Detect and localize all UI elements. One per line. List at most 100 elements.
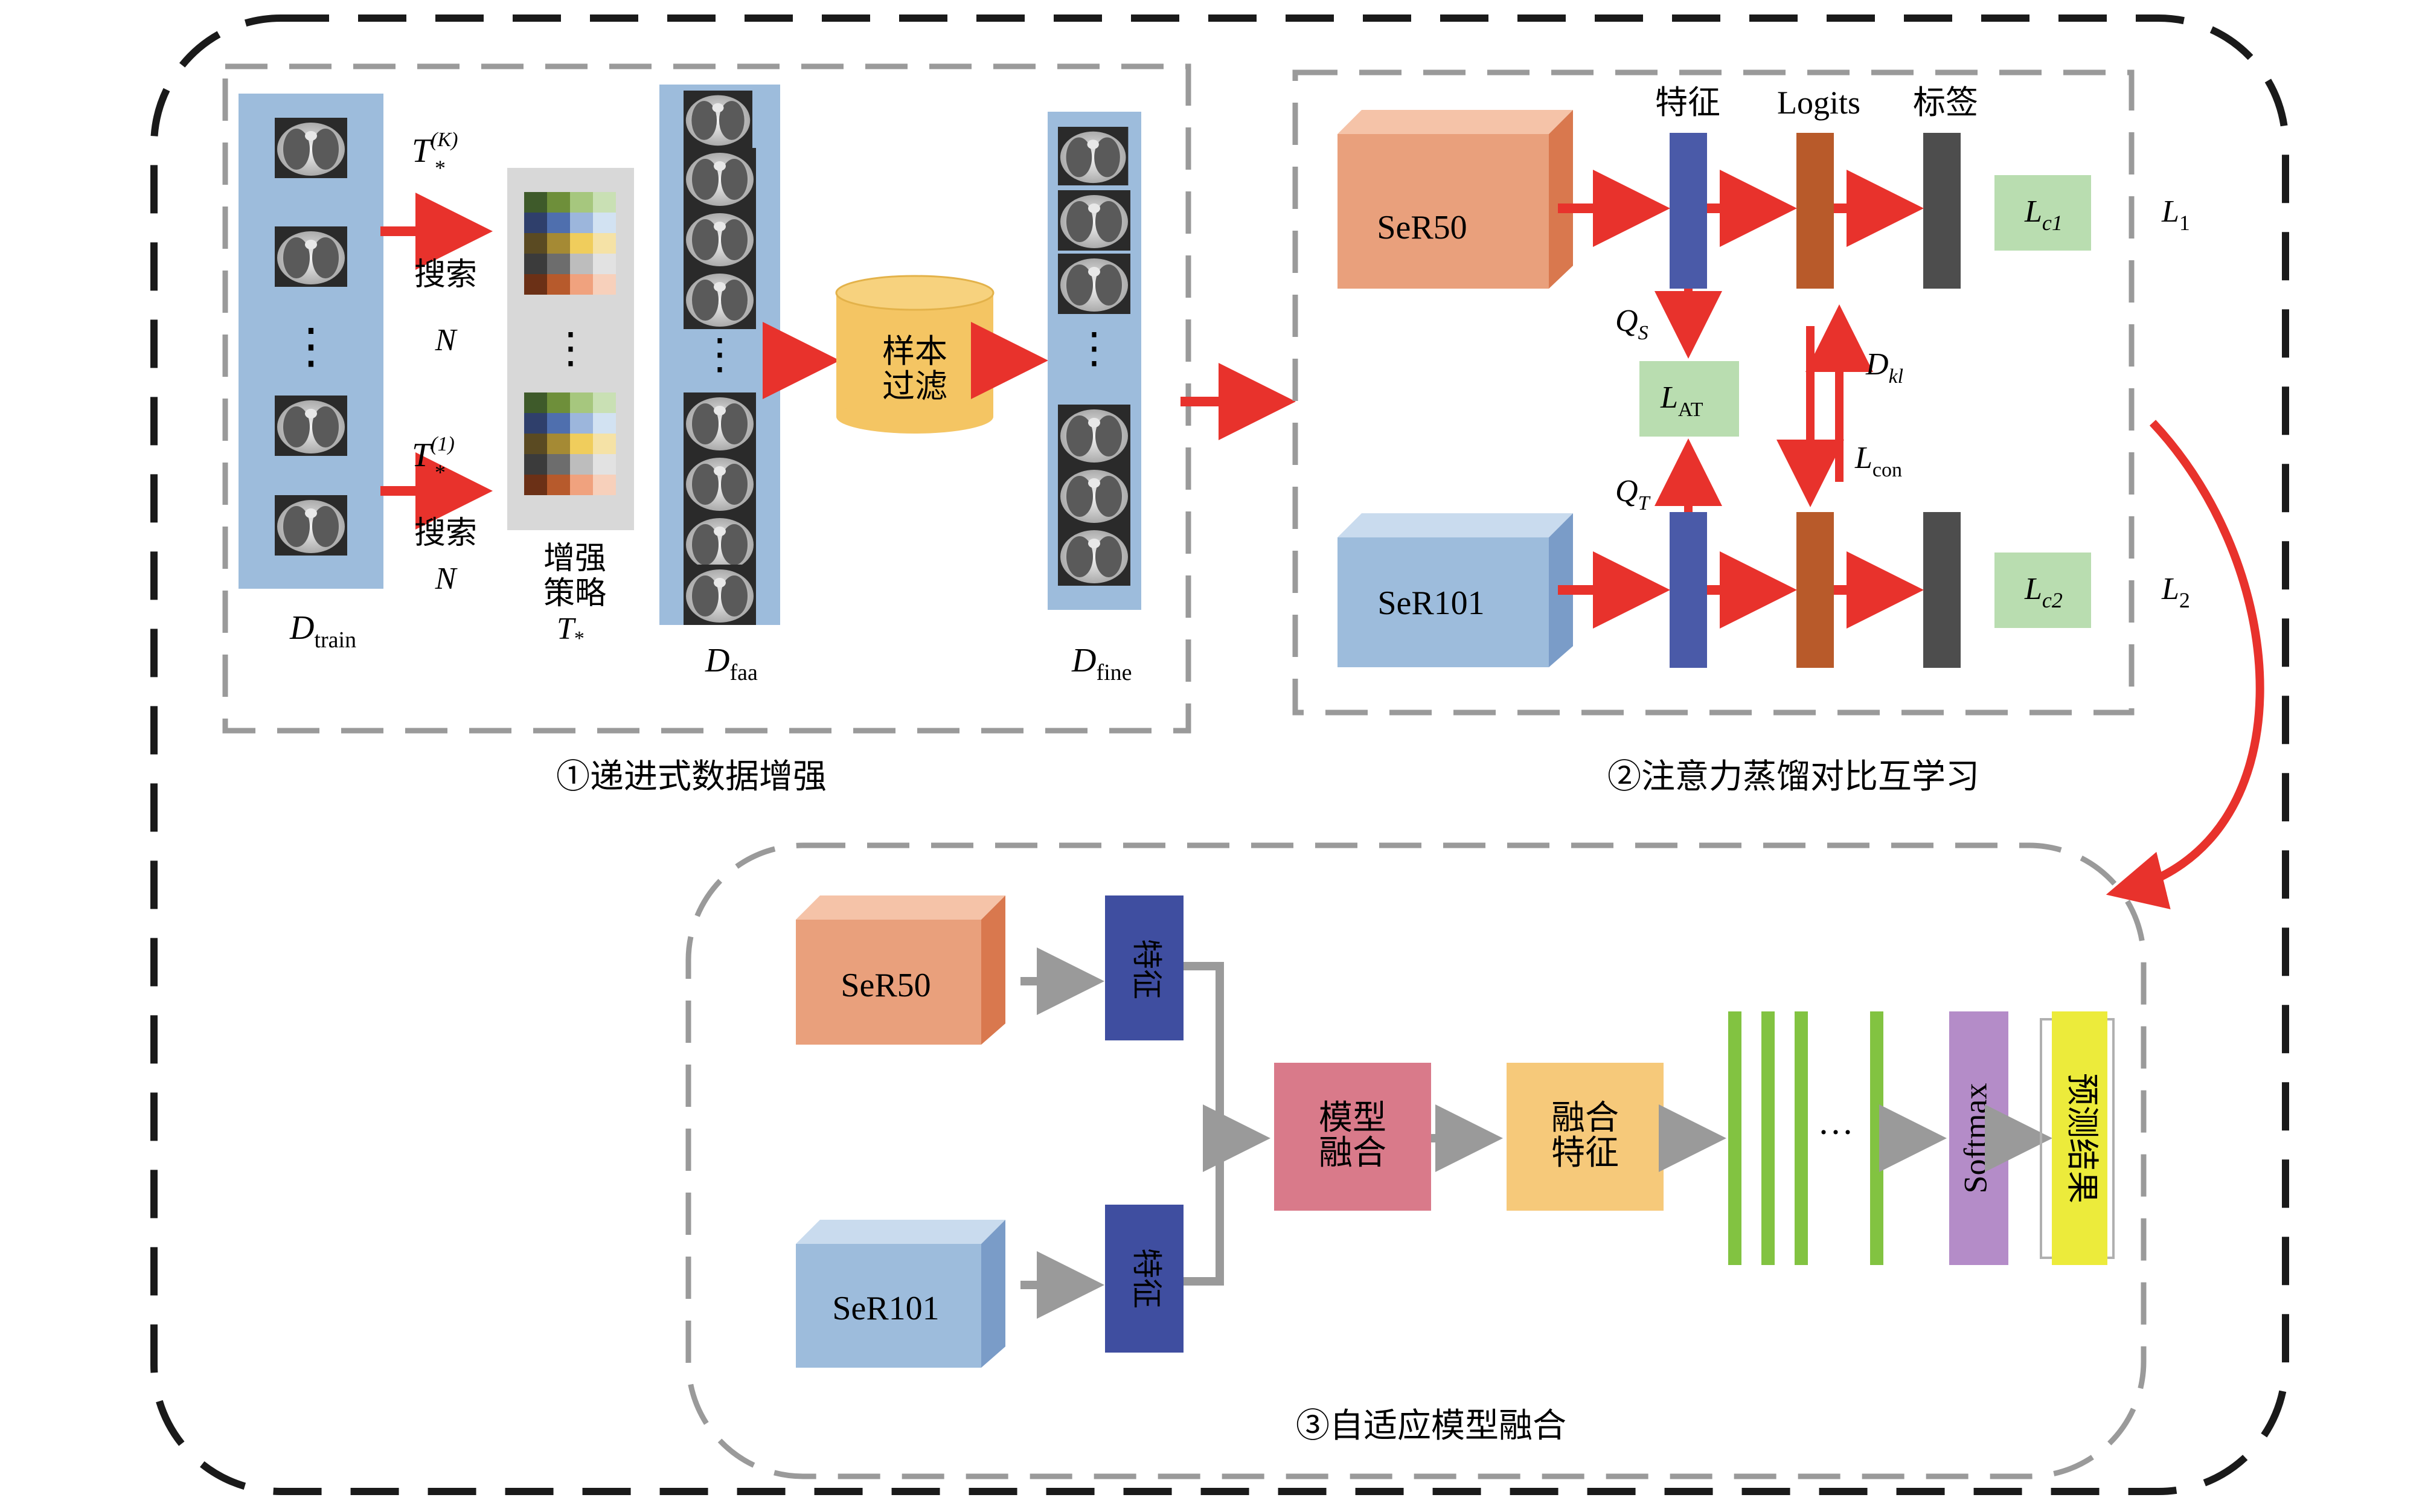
s3-ser101-box bbox=[796, 1220, 1005, 1368]
policy-cell bbox=[547, 413, 570, 434]
d-train-vdots: ⋮ bbox=[287, 318, 335, 374]
s3-feature-bar-bottom bbox=[1105, 1205, 1184, 1353]
d-train-label: Dtrain bbox=[289, 609, 356, 653]
s2-ser50-label: SeR50 bbox=[1377, 209, 1467, 246]
d-fine-panel bbox=[1048, 112, 1141, 610]
policy-cell bbox=[524, 392, 547, 413]
s3-model-fusion-label-1: 模型 bbox=[1319, 1098, 1386, 1138]
policy-cell bbox=[570, 213, 593, 233]
s3-fc-bar-1 bbox=[1728, 1011, 1741, 1265]
policy-cell bbox=[547, 192, 570, 213]
s3-fusion-feature-box bbox=[1507, 1063, 1664, 1211]
policy-cell bbox=[524, 213, 547, 233]
policy-cell bbox=[570, 454, 593, 475]
s2-l1-label: L1 bbox=[2161, 194, 2190, 235]
policy-cell bbox=[547, 274, 570, 295]
policy-cell bbox=[593, 192, 616, 213]
search-label-top: 搜索 bbox=[414, 257, 477, 293]
policy-cell bbox=[547, 233, 570, 254]
policy-cell bbox=[524, 475, 547, 495]
s2-ser50-box bbox=[1337, 110, 1573, 289]
d-fine-vdots: ⋮ bbox=[1073, 323, 1115, 373]
s3-ser50-label: SeR50 bbox=[841, 967, 931, 1004]
s2-lc2-box bbox=[1994, 553, 2091, 628]
s3-fc-dots: ··· bbox=[1818, 1112, 1854, 1152]
s3-feature-label-bottom: 特征 bbox=[1129, 1248, 1164, 1309]
section3-caption: ③自适应模型融合 bbox=[1296, 1406, 1566, 1446]
policy-cell bbox=[524, 233, 547, 254]
policy-cell bbox=[524, 454, 547, 475]
s2-lc1-box bbox=[1994, 175, 2091, 251]
d-train-panel bbox=[239, 94, 383, 589]
s2-header-logits: Logits bbox=[1777, 85, 1860, 121]
s2-top-feature-bar bbox=[1670, 133, 1707, 289]
s3-fc-bar-2 bbox=[1761, 1011, 1775, 1265]
policy-cell bbox=[547, 392, 570, 413]
filter-label-2: 过滤 bbox=[882, 367, 947, 405]
policy-vdots: ⋮ bbox=[549, 323, 592, 373]
s3-model-fusion-label-2: 融合 bbox=[1319, 1133, 1386, 1173]
s2-bottom-logits-bar bbox=[1796, 512, 1834, 668]
section3-frame bbox=[685, 842, 2147, 1479]
policy-cell bbox=[570, 413, 593, 434]
s3-feature-label-top: 特征 bbox=[1129, 939, 1164, 999]
s3-fc-bar-4 bbox=[1870, 1011, 1883, 1265]
policy-cell bbox=[570, 192, 593, 213]
s3-fusion-feature-label-2: 特征 bbox=[1551, 1133, 1619, 1173]
d-fine-label: Dfine bbox=[1071, 642, 1132, 685]
s2-l2-label: L2 bbox=[2161, 572, 2190, 612]
s2-header-feature: 特征 bbox=[1655, 83, 1720, 121]
section2-frame bbox=[1292, 69, 2135, 716]
policy-cell bbox=[593, 233, 616, 254]
sample-filter-cylinder bbox=[835, 275, 995, 434]
s2-bottom-label-bar bbox=[1923, 512, 1961, 668]
s3-prediction-box bbox=[2052, 1011, 2107, 1265]
s3-ser50-box bbox=[796, 895, 1005, 1045]
s2-lc2-label: Lc2 bbox=[2024, 572, 2063, 612]
s3-ser101-label: SeR101 bbox=[832, 1290, 939, 1327]
policy-cell bbox=[593, 475, 616, 495]
policy-cell bbox=[593, 392, 616, 413]
s3-model-fusion-box bbox=[1274, 1063, 1431, 1211]
policy-label-2: 策略 bbox=[543, 575, 606, 612]
policy-cell bbox=[593, 274, 616, 295]
search-label-bottom: 搜索 bbox=[414, 515, 477, 551]
policy-cell bbox=[547, 475, 570, 495]
policy-cell bbox=[570, 233, 593, 254]
policy-cell bbox=[524, 274, 547, 295]
s3-softmax-label: Softmax bbox=[1957, 1083, 1993, 1194]
policy-cell bbox=[547, 254, 570, 274]
s2-lat-box bbox=[1639, 361, 1739, 437]
policy-cell bbox=[524, 192, 547, 213]
n-label-top: N bbox=[435, 323, 458, 357]
arrow-s2-to-s3 bbox=[2106, 420, 2264, 909]
policy-cell bbox=[593, 213, 616, 233]
policy-cell bbox=[570, 392, 593, 413]
s2-ser101-label: SeR101 bbox=[1377, 585, 1484, 622]
filter-label-1: 样本 bbox=[882, 332, 947, 370]
policy-cell bbox=[524, 413, 547, 434]
s3-prediction-label: 预测结果 bbox=[2063, 1073, 2101, 1203]
s2-qt-label: QT bbox=[1615, 474, 1651, 514]
s2-bottom-feature-bar bbox=[1670, 512, 1707, 668]
t-k-label: T(K) bbox=[412, 129, 458, 170]
s2-ser101-box bbox=[1337, 513, 1573, 667]
policy-cell bbox=[547, 434, 570, 454]
d-faa-label: Dfaa bbox=[705, 642, 758, 685]
s3-feature-bar-top bbox=[1105, 895, 1184, 1040]
policy-cell bbox=[570, 254, 593, 274]
s2-header-label: 标签 bbox=[1913, 83, 1978, 121]
s2-top-label-bar bbox=[1923, 133, 1961, 289]
policy-cell bbox=[593, 413, 616, 434]
section2-caption: ②注意力蒸馏对比互学习 bbox=[1607, 757, 1979, 796]
policy-cell bbox=[524, 434, 547, 454]
t-1-sub: * bbox=[435, 460, 446, 484]
policy-grid-top bbox=[524, 192, 616, 295]
policy-cell bbox=[524, 254, 547, 274]
s2-lcon-label: Lcon bbox=[1854, 441, 1902, 481]
policy-cell bbox=[547, 213, 570, 233]
s2-dkl-label: Dkl bbox=[1865, 347, 1903, 388]
t-1-label: T(1) bbox=[412, 433, 455, 474]
policy-cell bbox=[570, 434, 593, 454]
